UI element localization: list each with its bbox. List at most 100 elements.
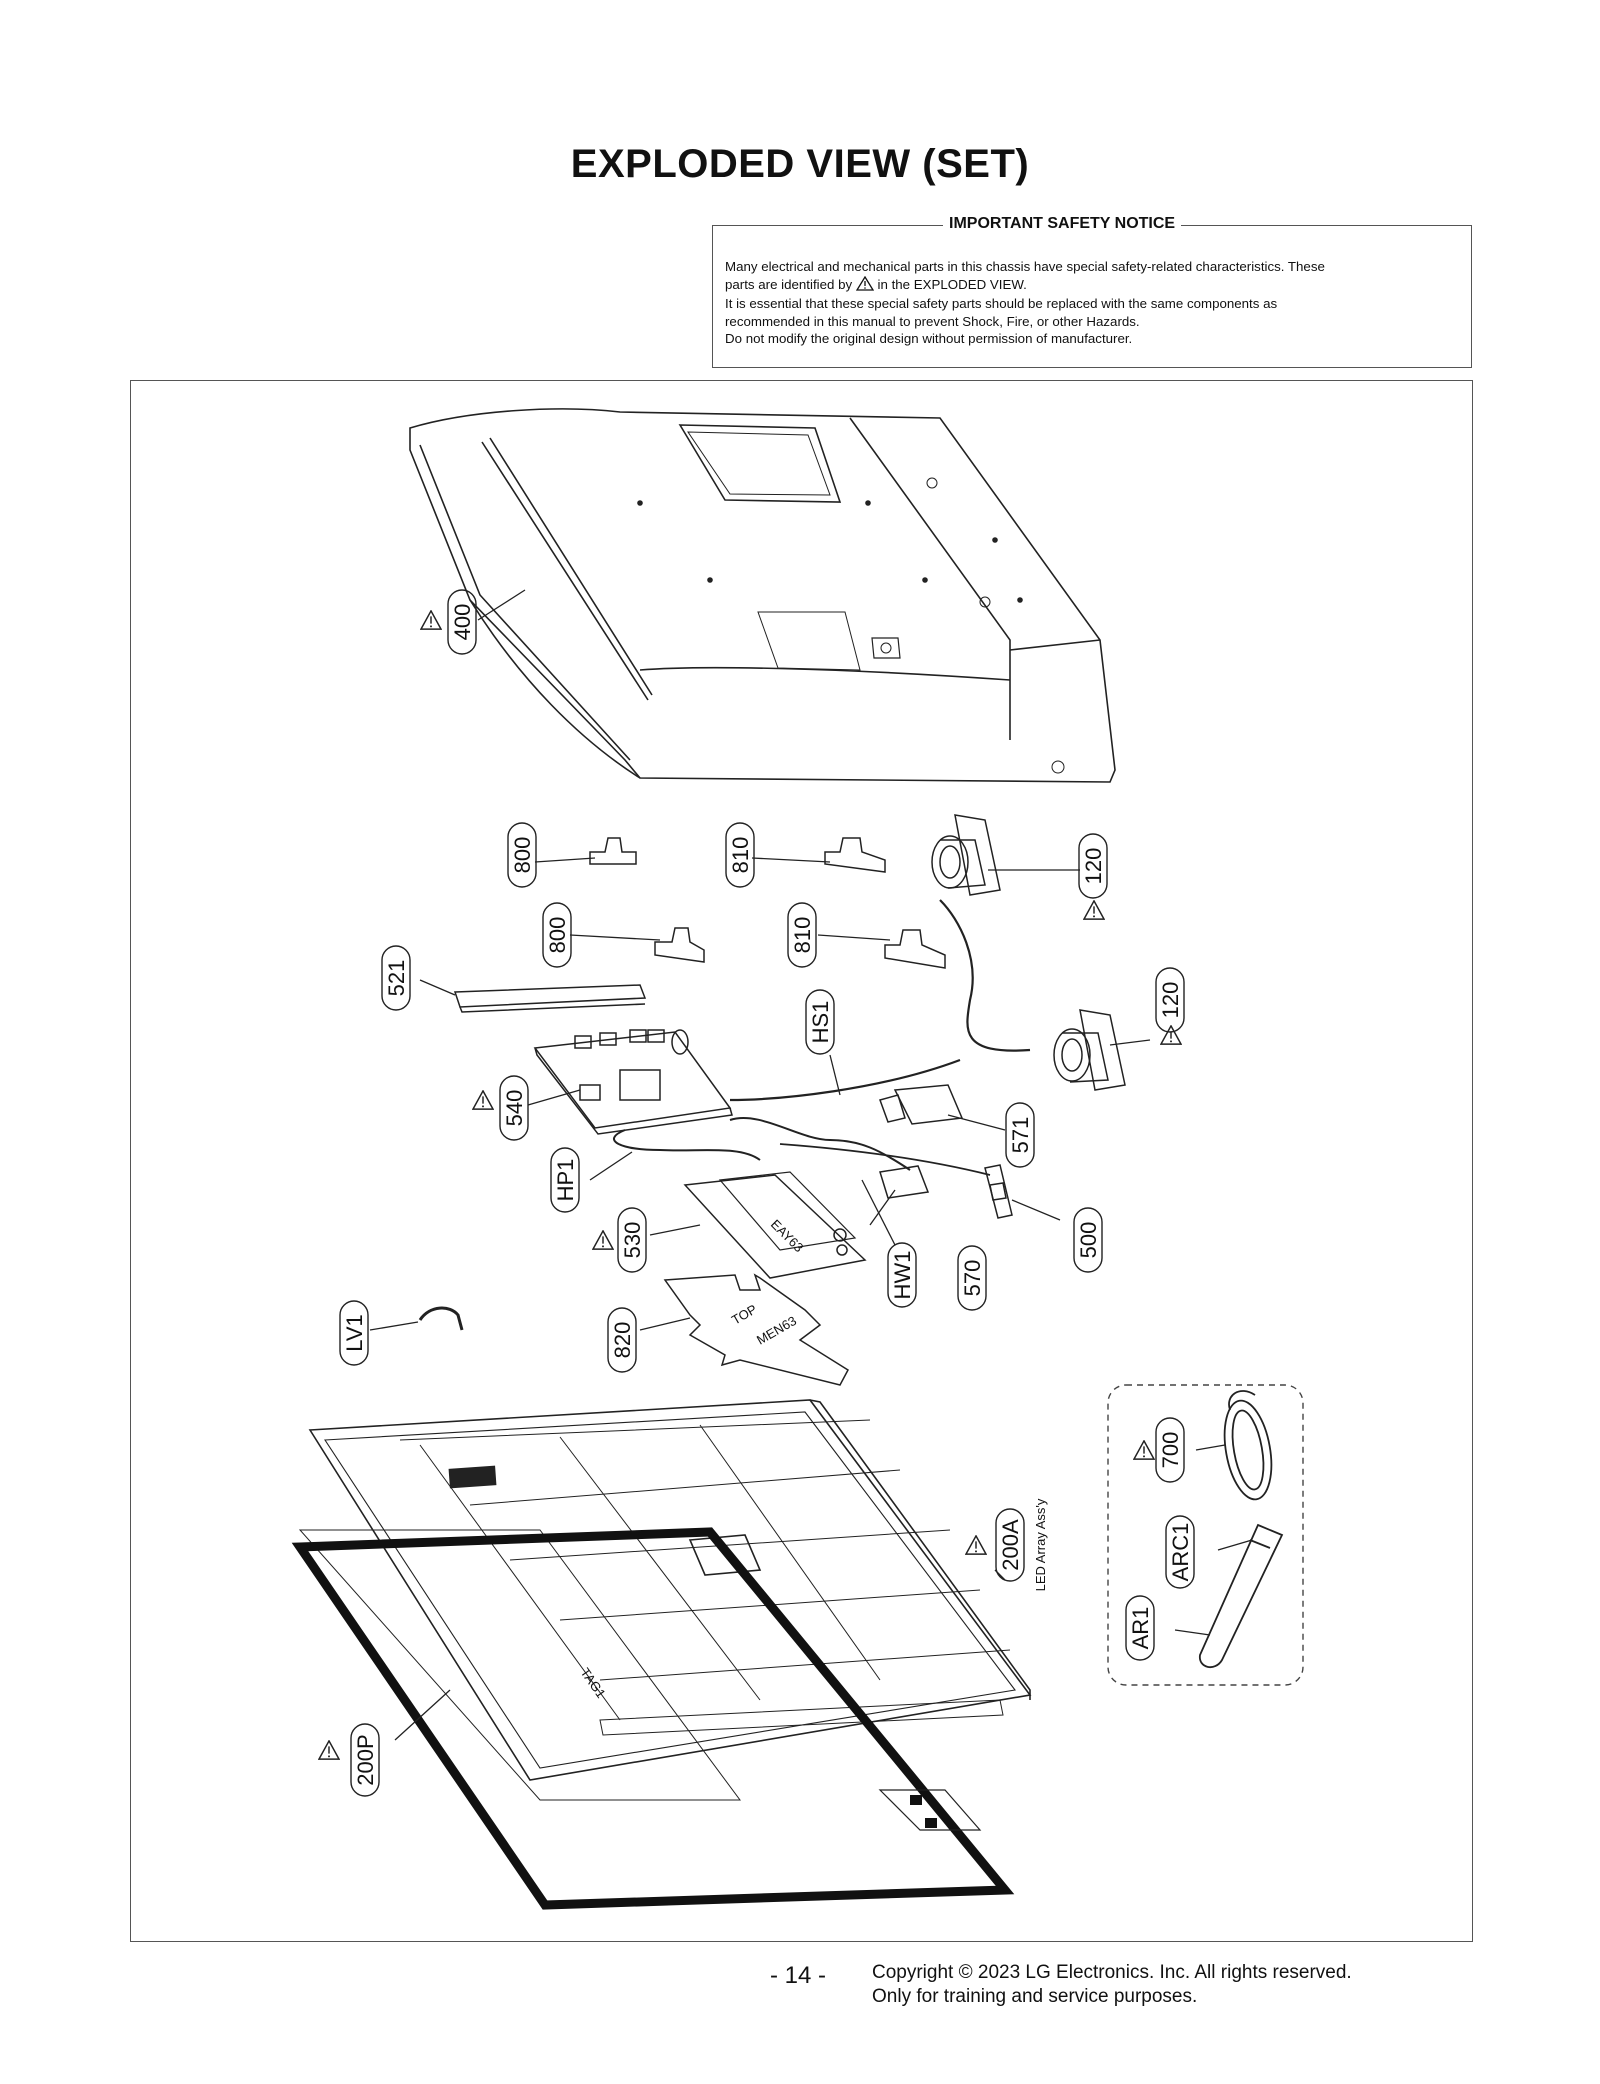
- warning-triangle-icon: [1133, 1440, 1155, 1460]
- remote-control-arc1: [1199, 1523, 1284, 1669]
- warning-triangle-icon: [855, 275, 875, 296]
- shield-sheet-820: MEN63 TOP: [663, 1273, 849, 1386]
- label-200a: 200A: [995, 1508, 1025, 1582]
- ir-bar-521: [453, 984, 647, 1013]
- leader-lines: [369, 589, 1253, 1741]
- panel-marking: TAG1: [578, 1665, 609, 1701]
- label-120b: 120: [1155, 967, 1185, 1033]
- svg-text:800: 800: [545, 917, 570, 954]
- notice-line-4: recommended in this manual to prevent Sh…: [725, 313, 1140, 329]
- cable-hw1: [729, 1117, 911, 1171]
- shield-marking: MEN63: [754, 1313, 799, 1348]
- notice-line-1: Many electrical and mechanical parts in …: [725, 259, 1325, 274]
- shield-arrow-text: TOP: [729, 1301, 759, 1327]
- svg-text:HW1: HW1: [890, 1251, 915, 1300]
- bracket-571: [879, 1084, 964, 1125]
- bracket-800a: [589, 837, 637, 865]
- speaker-upper: [931, 814, 1001, 896]
- notice-line-2a: parts are identified by: [725, 276, 853, 292]
- label-500: 500: [1073, 1207, 1103, 1273]
- svg-text:800: 800: [510, 837, 535, 874]
- diagram-frame: [130, 380, 1473, 1942]
- cable-to-500: [779, 1143, 991, 1176]
- label-810b: 810: [787, 902, 817, 968]
- svg-text:ARC1: ARC1: [1168, 1523, 1193, 1582]
- label-521: 521: [381, 945, 411, 1011]
- warning-triangle-icon: [1083, 900, 1105, 920]
- svg-text:500: 500: [1076, 1222, 1101, 1259]
- label-571: 571: [1005, 1102, 1035, 1168]
- copyright-line-2: Only for training and service purposes.: [872, 1986, 1198, 2007]
- svg-text:200P: 200P: [353, 1734, 378, 1785]
- warning-triangle-icon: [318, 1740, 340, 1760]
- speaker-cable: [729, 899, 1031, 1102]
- accessory-box: [1107, 1384, 1304, 1686]
- svg-text:LED Array Ass'y: LED Array Ass'y: [1033, 1498, 1048, 1591]
- speaker-lower: [1053, 1009, 1126, 1091]
- svg-text:530: 530: [620, 1222, 645, 1259]
- main-board-540: [533, 1029, 733, 1135]
- label-200p: 200P: [350, 1723, 380, 1797]
- notice-line-2b: in the EXPLODED VIEW.: [877, 276, 1027, 292]
- svg-text:AR1: AR1: [1128, 1607, 1153, 1650]
- svg-text:571: 571: [1008, 1117, 1033, 1154]
- svg-text:LV1: LV1: [342, 1314, 367, 1352]
- warning-triangle-icon: [472, 1090, 494, 1110]
- notice-line-2: parts are identified by in the EXPLODED …: [725, 275, 1459, 296]
- page-title: EXPLODED VIEW (SET): [570, 142, 1030, 186]
- svg-text:540: 540: [502, 1090, 527, 1127]
- cable-lv1: [418, 1306, 464, 1331]
- label-hw1: HW1: [887, 1242, 917, 1308]
- power-cord-700: [1223, 1390, 1273, 1501]
- svg-text:120: 120: [1158, 982, 1183, 1019]
- safety-notice-body: Many electrical and mechanical parts in …: [725, 258, 1459, 348]
- warning-triangle-icon: [1160, 1025, 1182, 1045]
- label-hp1: HP1: [550, 1147, 580, 1213]
- svg-text:700: 700: [1158, 1432, 1183, 1469]
- safety-notice-box: IMPORTANT SAFETY NOTICE Many electrical …: [712, 215, 1472, 368]
- label-570: 570: [957, 1245, 987, 1311]
- warning-triangle-icon: [592, 1230, 614, 1250]
- copyright: Copyright © 2023 LG Electronics. Inc. Al…: [872, 1961, 1352, 2009]
- panel-200p: [291, 1527, 1015, 1910]
- bracket-810a: [824, 837, 886, 873]
- label-800a: 800: [507, 822, 537, 888]
- label-810a: 810: [725, 822, 755, 888]
- svg-text:570: 570: [960, 1260, 985, 1297]
- label-400: 400: [447, 589, 477, 655]
- svg-text:HS1: HS1: [808, 1001, 833, 1044]
- label-arc1: ARC1: [1165, 1515, 1195, 1589]
- label-120a: 120: [1078, 833, 1108, 899]
- svg-text:810: 810: [790, 917, 815, 954]
- warning-triangle-icon: [965, 1535, 987, 1555]
- part-labels: 400 800 810 120 800 810 521 120 HS1 540 …: [339, 589, 1195, 1797]
- svg-text:HP1: HP1: [553, 1159, 578, 1202]
- copyright-line-1: Copyright © 2023 LG Electronics. Inc. Al…: [872, 1962, 1352, 1983]
- notice-line-5: Do not modify the original design withou…: [725, 331, 1133, 346]
- svg-text:810: 810: [728, 837, 753, 874]
- cable-hp1: [612, 1129, 761, 1161]
- bracket-810b: [884, 929, 946, 969]
- label-820: 820: [607, 1307, 637, 1373]
- label-700: 700: [1155, 1417, 1185, 1483]
- warning-triangle-icon: [420, 610, 442, 630]
- page-number: - 14 -: [770, 1962, 827, 1989]
- label-lv1: LV1: [339, 1300, 369, 1366]
- label-530: 530: [617, 1207, 647, 1273]
- svg-text:200A: 200A: [998, 1519, 1023, 1571]
- label-200a-caption: LED Array Ass'y: [1033, 1498, 1048, 1591]
- safety-notice-title: IMPORTANT SAFETY NOTICE: [943, 215, 1182, 233]
- label-800b: 800: [542, 902, 572, 968]
- svg-text:400: 400: [450, 604, 475, 641]
- back-cover: [409, 408, 1116, 783]
- svg-text:120: 120: [1081, 848, 1106, 885]
- label-540: 540: [499, 1075, 529, 1141]
- label-hs1: HS1: [805, 989, 835, 1055]
- board-500: [984, 1164, 1013, 1219]
- label-ar1: AR1: [1125, 1595, 1155, 1661]
- svg-text:521: 521: [384, 960, 409, 997]
- svg-text:820: 820: [610, 1322, 635, 1359]
- notice-line-3: It is essential that these special safet…: [725, 296, 1278, 311]
- board-570: [879, 1165, 930, 1199]
